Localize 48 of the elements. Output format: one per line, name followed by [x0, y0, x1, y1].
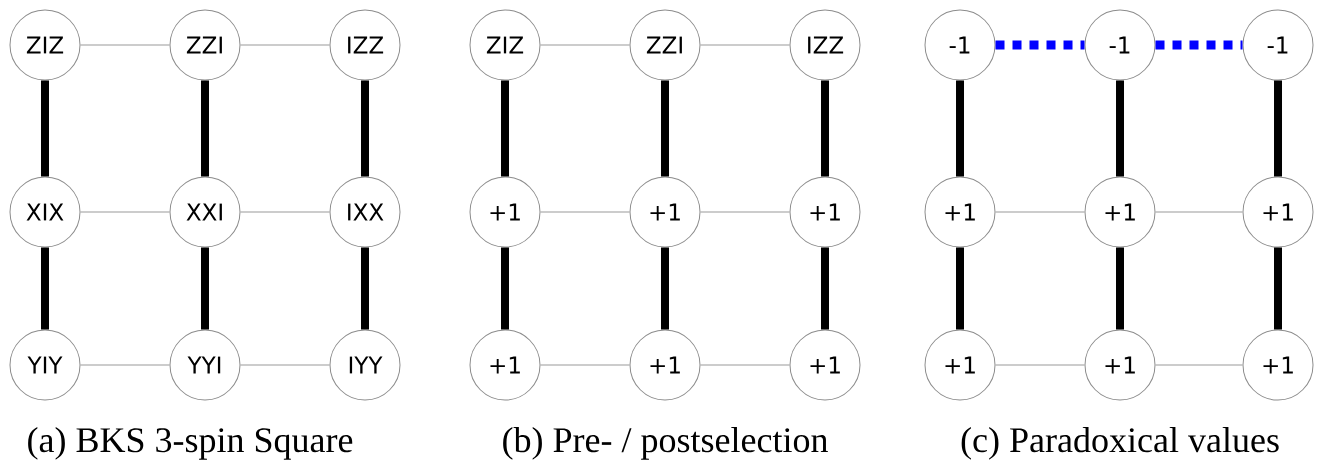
circle-node: +1: [789, 176, 861, 248]
connector-line: [539, 44, 631, 46]
circle-node: ZIZ: [469, 9, 541, 81]
circle-node: IZZ: [789, 9, 861, 81]
circle-node: -1: [1084, 9, 1156, 81]
circle-node: +1: [924, 176, 996, 248]
connector-line: [995, 40, 1085, 50]
circle-node: IZZ: [329, 9, 401, 81]
circle-node: ZIZ: [9, 9, 81, 81]
circle-node: -1: [1242, 9, 1314, 81]
caption: (a) BKS 3-spin Square: [28, 427, 353, 460]
connector-line: [1154, 364, 1244, 366]
circle-node: +1: [1242, 176, 1314, 248]
connector-line: [1154, 211, 1244, 213]
circle-node: +1: [1242, 329, 1314, 401]
connector-line: [239, 364, 331, 366]
circle-node: +1: [789, 329, 861, 401]
circle-node: +1: [1084, 329, 1156, 401]
circle-node: ZZI: [629, 9, 701, 81]
circle-node: IXX: [329, 176, 401, 248]
connector-line: [699, 364, 791, 366]
connector-line: [79, 211, 171, 213]
connector-line: [79, 44, 171, 46]
circle-node: XXI: [169, 176, 241, 248]
circle-node: +1: [629, 329, 701, 401]
connector-line: [994, 211, 1086, 213]
connector-line: [239, 211, 331, 213]
circle-node: ZZI: [169, 9, 241, 81]
caption: (b) Pre- / postselection: [503, 427, 828, 460]
circle-node: +1: [924, 329, 996, 401]
circle-node: +1: [1084, 176, 1156, 248]
circle-node: +1: [469, 176, 541, 248]
connector-line: [1155, 40, 1243, 50]
connector-line: [539, 364, 631, 366]
circle-node: XIX: [9, 176, 81, 248]
connector-line: [994, 364, 1086, 366]
connector-line: [699, 211, 791, 213]
circle-node: YIY: [9, 329, 81, 401]
circle-node: -1: [924, 9, 996, 81]
circle-node: IYY: [329, 329, 401, 401]
connector-line: [539, 211, 631, 213]
connector-line: [239, 44, 331, 46]
caption: (c) Paradoxical values: [961, 427, 1279, 460]
connector-line: [699, 44, 791, 46]
circle-node: +1: [629, 176, 701, 248]
connector-line: [79, 364, 171, 366]
circle-node: +1: [469, 329, 541, 401]
circle-node: YYI: [169, 329, 241, 401]
